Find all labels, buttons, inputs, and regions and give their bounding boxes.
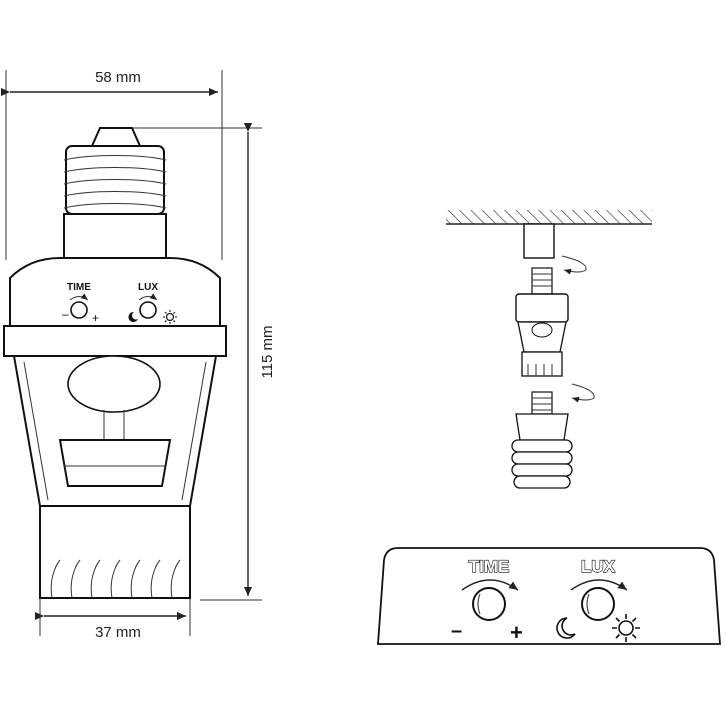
lux-label: LUX — [581, 557, 616, 576]
time-rotate-arrow-icon — [461, 579, 519, 591]
mini-time-knob — [70, 301, 88, 319]
mini-minus: – — [62, 307, 69, 321]
mini-time-label: TIME — [67, 282, 91, 293]
bottom-socket — [39, 505, 191, 599]
mini-lux-knob — [139, 301, 157, 319]
cfl-bulb — [511, 391, 573, 489]
dimension-label-height: 115 mm — [259, 325, 276, 378]
dimension-top-width: 58 mm — [1, 69, 223, 260]
sensor-cage — [12, 355, 218, 507]
dimension-label-width-bottom: 37 mm — [95, 624, 141, 641]
main-drawing: 58 mm 115 mm 37 mm TIME — [1, 69, 276, 641]
mini-plus: + — [92, 311, 99, 325]
time-label: TIME — [469, 557, 510, 576]
time-knob[interactable] — [472, 587, 506, 621]
ceiling-hatch — [446, 210, 652, 224]
mini-moon-icon — [128, 311, 138, 322]
dimension-label-width-top: 58 mm — [95, 69, 141, 86]
dimension-height: 115 mm — [130, 123, 276, 601]
screw-base — [63, 127, 167, 259]
moon-icon — [556, 617, 576, 639]
time-plus-label: + — [510, 620, 523, 645]
installation-sketch — [446, 210, 652, 489]
dimension-bottom-width: 37 mm — [35, 590, 191, 641]
lux-rotate-arrow-icon — [570, 579, 628, 591]
sun-icon — [612, 614, 640, 642]
sensor-adapter-small — [515, 267, 569, 377]
rotate-arrow-icon-bottom — [571, 383, 595, 403]
panel-outline — [377, 547, 721, 645]
time-minus-label: – — [451, 620, 462, 642]
lux-knob[interactable] — [581, 587, 615, 621]
rotate-arrow-icon-top — [561, 255, 587, 275]
mini-sun-icon — [163, 310, 177, 324]
pir-lens — [67, 355, 161, 413]
control-panel-detail: TIME – + LUX — [377, 547, 721, 645]
mini-lux-label: LUX — [138, 282, 158, 293]
upper-housing: TIME – + LUX — [3, 257, 227, 357]
ceiling-socket — [523, 223, 555, 259]
